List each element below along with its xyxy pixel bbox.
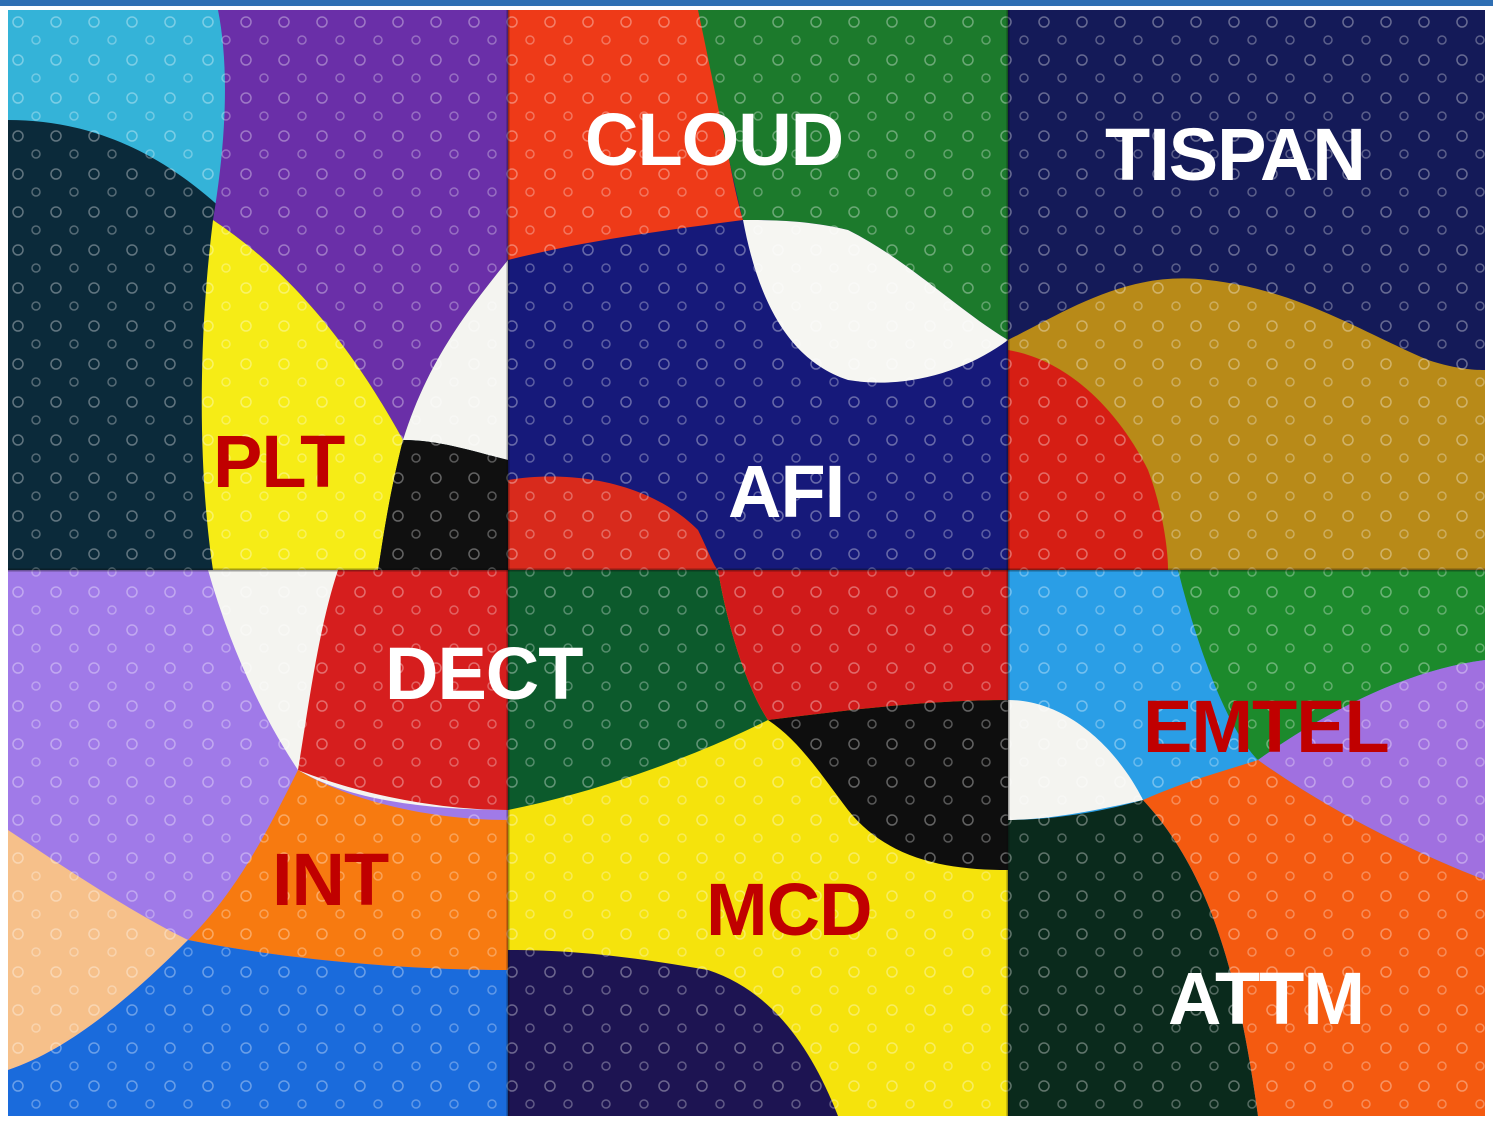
label-tispan: TISPAN <box>1105 113 1366 196</box>
label-mcd: MCD <box>706 868 873 951</box>
label-afi: AFI <box>728 450 845 533</box>
abstract-painting-image <box>8 10 1485 1116</box>
label-attm: ATTM <box>1168 957 1365 1040</box>
label-cloud: CLOUD <box>585 98 844 181</box>
label-emtel: EMTEL <box>1143 685 1390 768</box>
label-int: INT <box>272 838 389 921</box>
label-dect: DECT <box>385 632 583 715</box>
top-rule <box>0 0 1493 6</box>
label-plt: PLT <box>213 420 345 503</box>
